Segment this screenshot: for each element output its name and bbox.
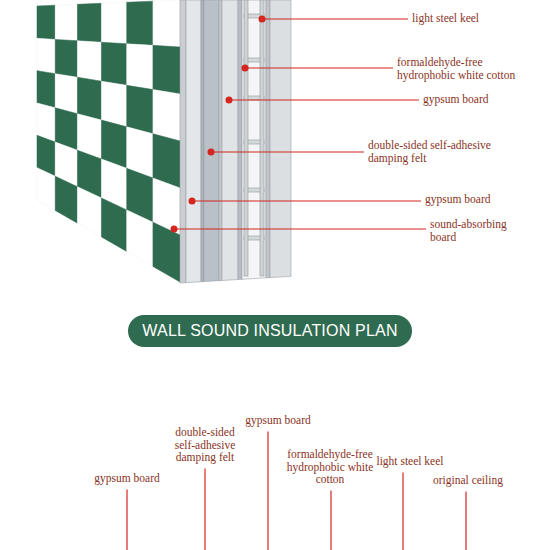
- layer-slab: [266, 0, 270, 278]
- board-tile: [77, 77, 101, 120]
- keel-rail: [244, 0, 248, 276]
- board-tile: [153, 90, 180, 141]
- board-tile: [101, 2, 126, 44]
- board-tile: [127, 210, 153, 267]
- leader-line: [245, 68, 393, 69]
- leader-line: [126, 490, 127, 550]
- part-label: gypsum board: [425, 193, 525, 206]
- layer-slab: [270, 0, 291, 278]
- part-label: double-sided self-adhesive damping felt: [166, 426, 244, 464]
- layer-slab: [238, 0, 242, 280]
- layer-slab: [222, 0, 238, 280]
- leader-lines: [127, 16, 466, 550]
- sound-absorbing-board-face: [37, 0, 180, 282]
- leader-line: [330, 491, 331, 550]
- banner-title: WALL SOUND INSULATION PLAN: [142, 322, 397, 340]
- board-tile: [127, 85, 153, 134]
- board-tile: [37, 5, 55, 39]
- layer-slab: [201, 0, 204, 282]
- board-tile: [77, 3, 101, 42]
- layer-slab: [219, 0, 222, 281]
- board-tile: [153, 0, 180, 47]
- board-tile: [55, 4, 77, 40]
- layer-slab: [204, 0, 219, 282]
- part-label: original ceiling: [428, 474, 508, 487]
- board-tile: [77, 41, 101, 81]
- leader-line: [174, 229, 426, 230]
- keel-rail: [260, 0, 264, 276]
- part-label: gypsum board: [82, 472, 172, 485]
- board-tile: [127, 44, 153, 90]
- board-tile: [101, 42, 126, 85]
- board-tile: [77, 187, 101, 237]
- board-tile: [55, 39, 77, 77]
- leader-line: [229, 100, 419, 101]
- board-tile: [55, 176, 77, 223]
- board-tile: [101, 198, 126, 251]
- leader-line: [465, 492, 466, 550]
- part-label: light steel keel: [412, 12, 522, 25]
- leader-line: [402, 473, 403, 550]
- leader-line: [192, 201, 421, 202]
- board-tile: [55, 74, 77, 114]
- board-tile: [153, 222, 180, 282]
- part-label: formaldehyde-free hydrophobic white cott…: [280, 448, 380, 486]
- part-label: light steel keel: [369, 455, 451, 468]
- board-tile: [101, 81, 126, 127]
- wall-layers: [180, 0, 291, 283]
- layer-slab: [242, 0, 266, 279]
- leader-line: [211, 152, 364, 153]
- part-label: formaldehyde-free hydrophobic white cott…: [397, 56, 529, 81]
- board-tile: [37, 38, 55, 73]
- leader-dot: [242, 65, 249, 72]
- leader-dot: [226, 97, 233, 104]
- part-label: sound-absorbing board: [430, 218, 525, 243]
- leader-dot: [208, 149, 215, 156]
- leader-line: [204, 469, 205, 550]
- part-label: double-sided self-adhesive damping felt: [368, 139, 518, 164]
- layer-slab: [186, 0, 201, 283]
- leader-dot: [259, 16, 266, 23]
- board-tile: [127, 1, 153, 45]
- part-label: gypsum board: [423, 93, 523, 106]
- board-tile: [153, 45, 180, 94]
- layer-slab: [180, 0, 186, 283]
- leader-line: [267, 432, 268, 550]
- leader-dot: [189, 198, 196, 205]
- part-label: gypsum board: [233, 414, 323, 427]
- title-banner: WALL SOUND INSULATION PLAN: [128, 315, 411, 347]
- board-tile: [37, 168, 55, 211]
- leader-dot: [171, 226, 178, 233]
- leader-line: [262, 19, 408, 20]
- board-tile: [37, 71, 55, 108]
